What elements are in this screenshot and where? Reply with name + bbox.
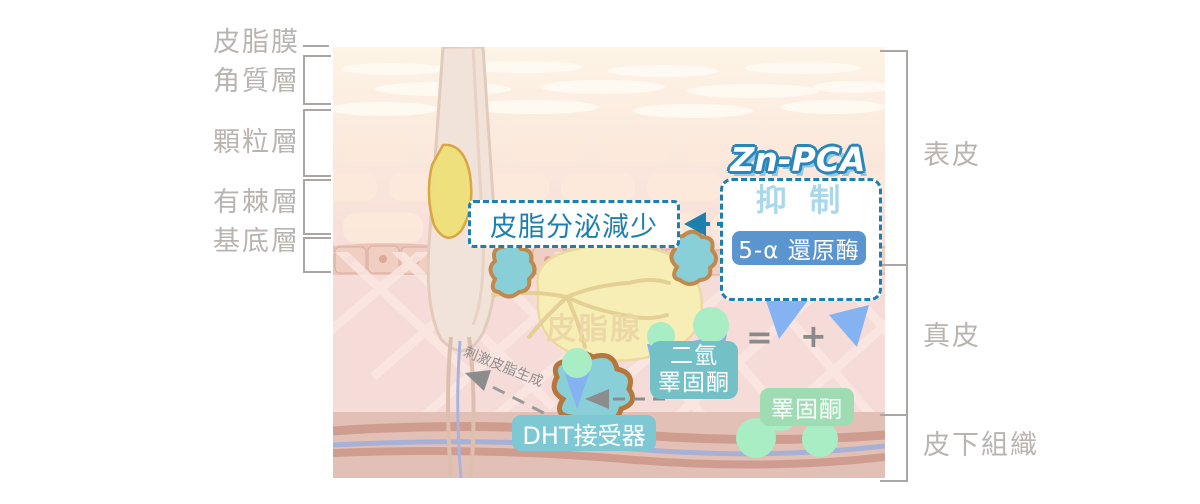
bracket-basal: [303, 237, 331, 273]
layer-label-stratum-corneum: 角質層: [213, 66, 300, 97]
left-layer-label-column: 皮脂膜 角質層 顆粒層 有棘層 基底層: [0, 0, 300, 504]
znpca-enzyme-pill[interactable]: 5-α 還原酶: [732, 231, 866, 265]
layer-label-granular: 顆粒層: [213, 127, 300, 158]
bracket-epidermis: [880, 50, 908, 266]
znpca-inhibit-label: 抑 制: [755, 183, 847, 219]
bracket-spinous: [303, 179, 331, 235]
layer-label-sebum-film: 皮脂膜: [213, 27, 300, 58]
znpca-callout-group[interactable]: Zn-PCA 抑 制 5-α 還原酶: [718, 140, 882, 301]
callout-dht-receptor[interactable]: DHT接受器: [512, 415, 656, 451]
group-label-dermis: 真皮: [923, 321, 981, 352]
layer-label-basal: 基底層: [213, 226, 300, 257]
bracket-tick-sebum-film: [303, 45, 329, 47]
bracket-dermis: [880, 264, 908, 416]
group-label-epidermis: 表皮: [923, 140, 981, 171]
group-label-subcutaneous: 皮下組織: [923, 430, 1039, 461]
callout-testosterone[interactable]: 睪固酮: [760, 388, 854, 426]
bracket-granular: [303, 109, 331, 177]
sebaceous-gland-label: 皮脂腺: [546, 312, 642, 347]
equals-sign: =: [746, 318, 773, 356]
bracket-stratum-corneum: [303, 55, 331, 105]
right-group-label-column: 表皮 真皮 皮下組織: [905, 0, 1200, 504]
plus-sign: +: [800, 317, 827, 355]
layer-label-spinous: 有棘層: [213, 187, 300, 218]
callout-dht[interactable]: 二氫 睪固酮: [650, 341, 738, 399]
znpca-title: Zn-PCA: [730, 140, 866, 179]
callout-sebum-reduction[interactable]: 皮脂分泌減少: [468, 200, 680, 248]
bracket-subcutaneous: [880, 414, 908, 482]
